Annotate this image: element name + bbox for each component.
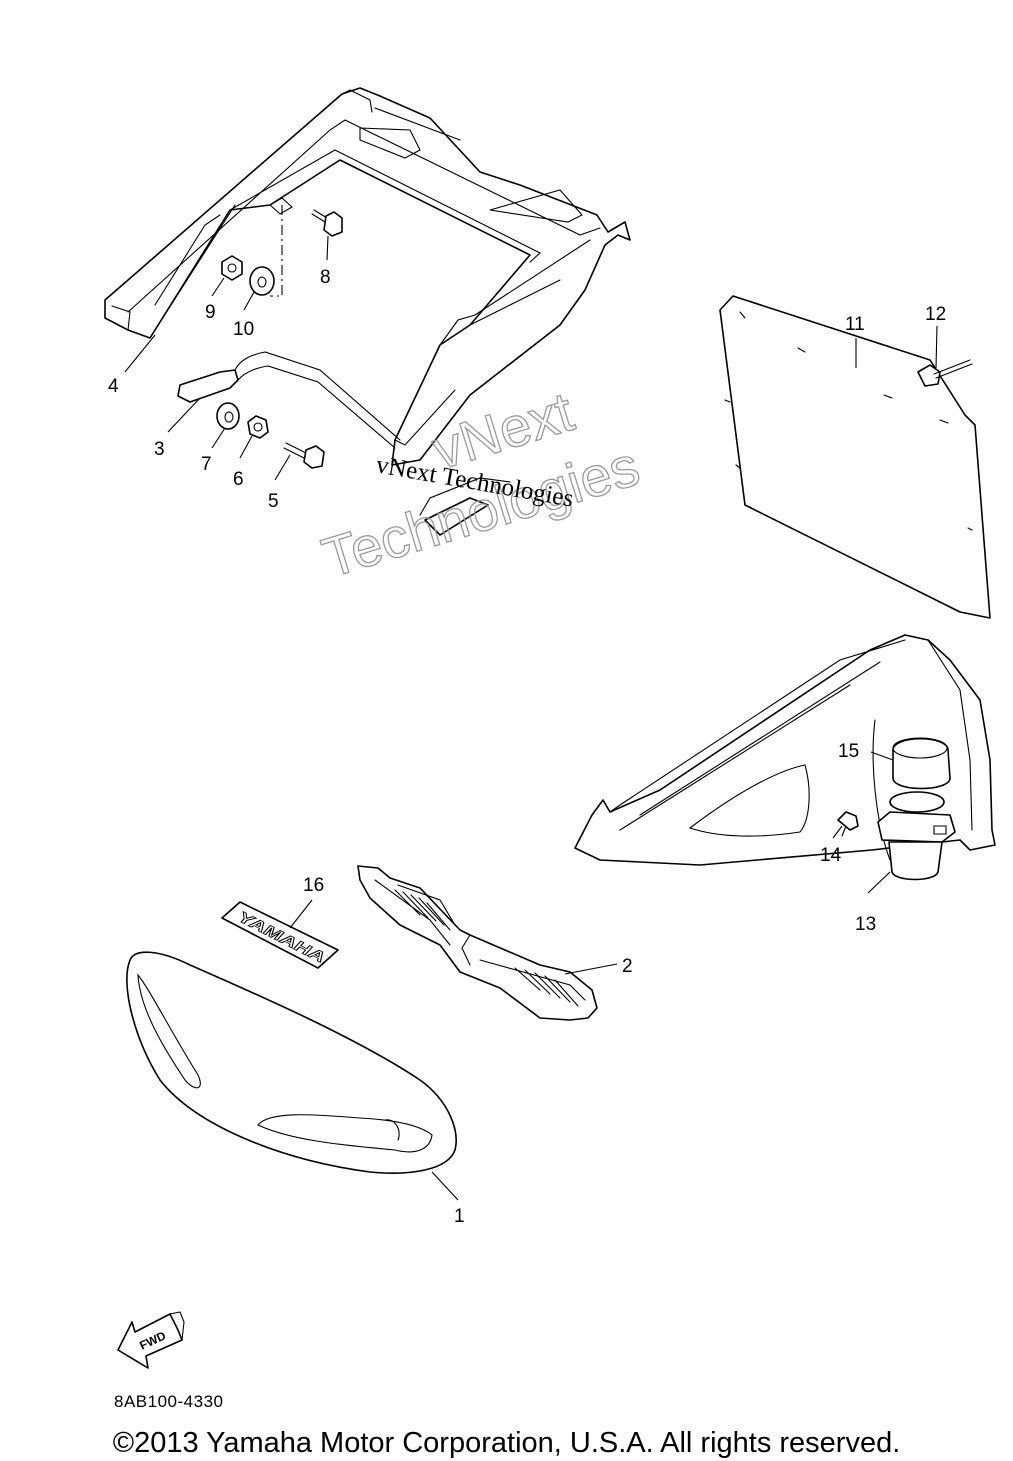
- pin-12: [917, 359, 973, 387]
- panel-part: [719, 295, 991, 619]
- callout-numbers: 1 2 3 4 5 6 7 8 9 10 11 12 13 14 15 16: [108, 267, 946, 1227]
- callout-16: 16: [303, 875, 324, 896]
- fwd-arrow-icon: FWD: [117, 1311, 185, 1369]
- decal-part: YAMAHA: [221, 901, 339, 969]
- callout-14: 14: [820, 845, 842, 866]
- washer-10: [249, 266, 275, 296]
- leader-lines: [124, 235, 938, 1201]
- callout-1: 1: [454, 1206, 465, 1227]
- callout-8: 8: [320, 267, 331, 288]
- grille-part: [357, 865, 598, 1021]
- callout-6: 6: [233, 469, 244, 490]
- callout-13: 13: [855, 914, 876, 935]
- callout-2: 2: [622, 956, 633, 977]
- callout-3: 3: [154, 439, 165, 460]
- watermark: vNext Technologies vNext Technologies: [314, 379, 646, 591]
- callout-10: 10: [233, 319, 254, 340]
- callout-11: 11: [845, 314, 865, 335]
- bolt-5: [283, 442, 325, 469]
- bolt-8: [311, 209, 343, 237]
- support-rod-part: [177, 351, 511, 536]
- cap-15: [892, 737, 951, 790]
- callout-15: 15: [838, 741, 859, 762]
- handle-frame-part: [104, 87, 631, 466]
- nut-6: [247, 415, 269, 439]
- copyright-notice: ©2013 Yamaha Motor Corporation, U.S.A. A…: [112, 1427, 901, 1459]
- bumper-part: [126, 951, 457, 1174]
- nut-9: [221, 255, 243, 281]
- washer-7: [216, 402, 240, 430]
- diagram-code: 8AB100-4330: [114, 1392, 224, 1411]
- callout-7: 7: [201, 454, 212, 475]
- plug-14: [837, 811, 859, 837]
- callout-12: 12: [925, 304, 946, 325]
- callout-4: 4: [108, 376, 119, 397]
- drain-fitting-13: [877, 791, 956, 881]
- hull-section-part: [574, 634, 996, 881]
- callout-5: 5: [268, 491, 279, 512]
- callout-9: 9: [205, 302, 216, 323]
- hardware-parts: [216, 205, 343, 469]
